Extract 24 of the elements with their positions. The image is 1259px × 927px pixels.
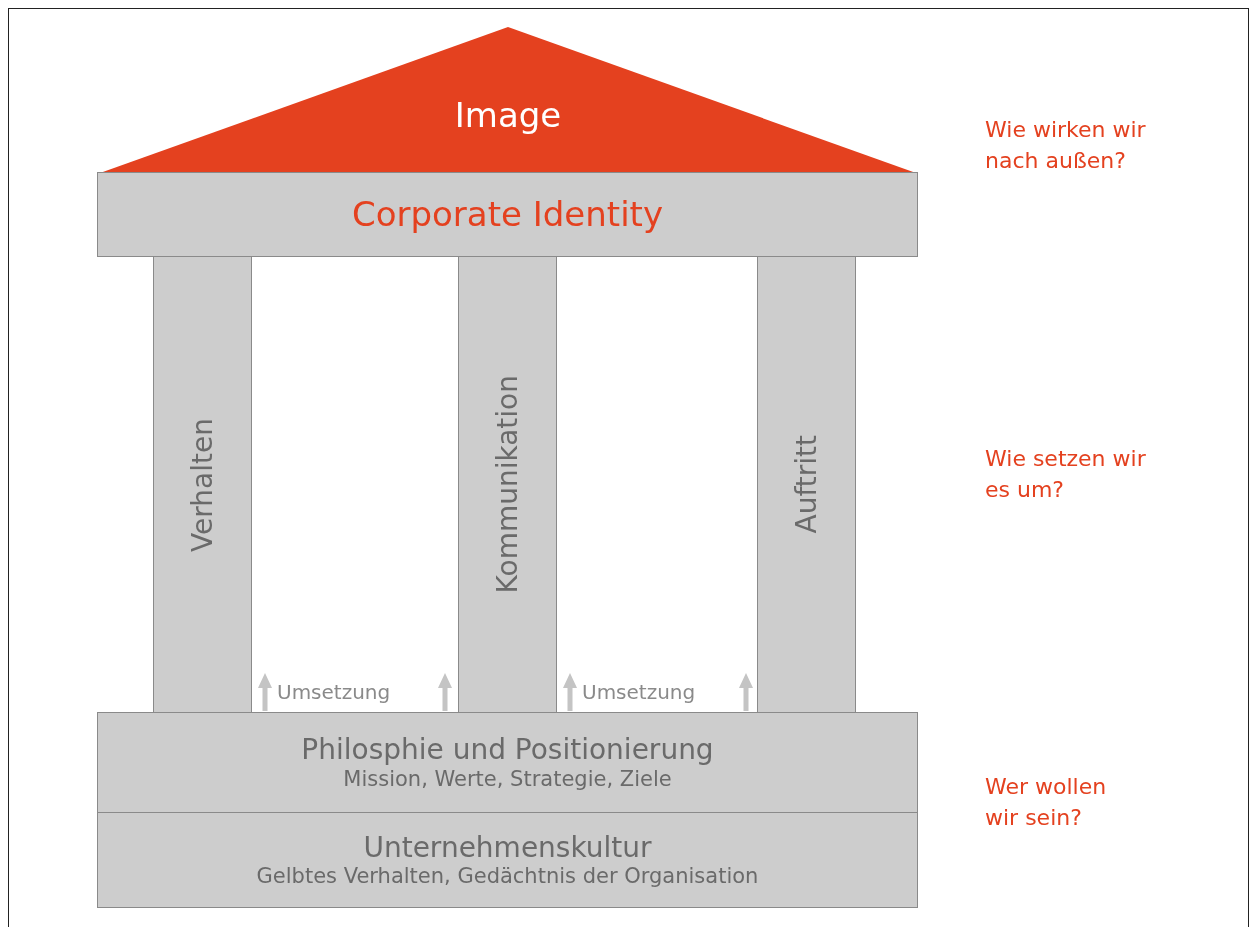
question-text: Wie wirken wir nach außen?: [985, 116, 1147, 175]
subheading: Gelbtes Verhalten, Gedächtnis der Organisation: [256, 864, 759, 890]
heading: Philosphie und Positionierung: [301, 733, 714, 767]
base-box: [97, 812, 918, 908]
pillar-label: Kommunikation: [490, 375, 525, 594]
roof-label: Image: [454, 94, 562, 136]
pillar-box: [458, 256, 557, 713]
pillar-box: [153, 256, 252, 713]
arrow: [739, 673, 753, 711]
heading: Corporate Identity: [351, 194, 664, 235]
pillar-box: [757, 256, 856, 713]
arrow: [438, 673, 452, 711]
process-label: Umsetzung: [582, 680, 696, 704]
subheading: Mission, Werte, Strategie, Ziele: [343, 766, 672, 792]
question-text: Wie setzen wir es um?: [985, 445, 1147, 504]
question-text: Wer wollen wir sein?: [985, 773, 1108, 832]
pillar-label: Verhalten: [185, 417, 220, 552]
base-box: [97, 712, 918, 813]
heading: Unternehmenskultur: [363, 830, 652, 865]
arrow: [258, 673, 272, 711]
beam-box: [97, 172, 918, 257]
arrow: [563, 673, 577, 711]
pillar-label: Auftritt: [789, 435, 824, 534]
process-label: Umsetzung: [277, 680, 391, 704]
